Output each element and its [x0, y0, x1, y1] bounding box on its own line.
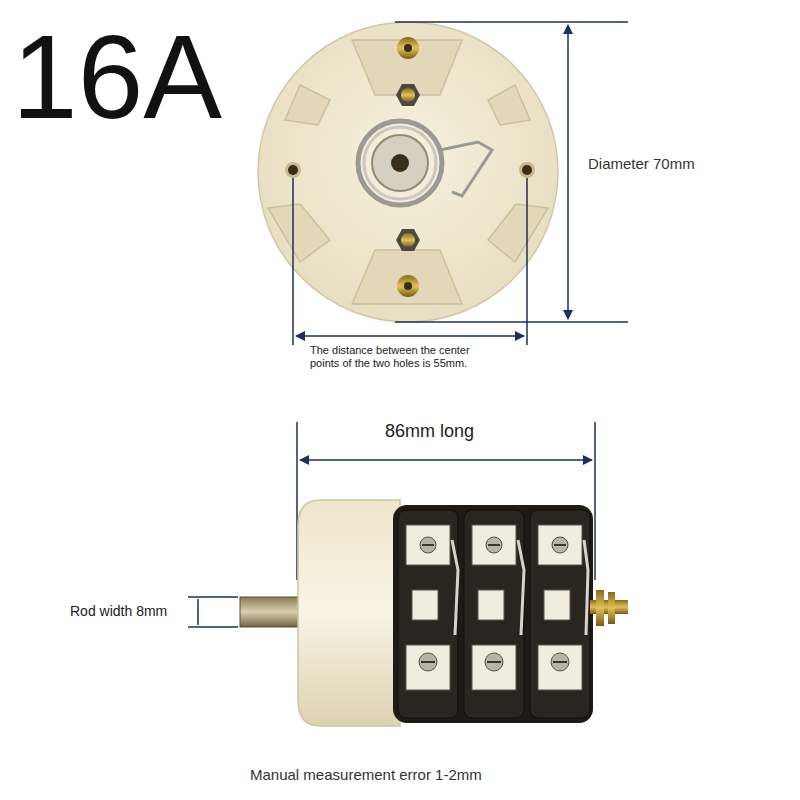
dimension-label: 86mm long	[385, 421, 474, 442]
dimension-label: Rod width 8mm	[70, 603, 167, 619]
dimension-label: Diameter 70mm	[588, 155, 695, 172]
switch-face	[258, 22, 558, 322]
dimension-note: The distance between the center points o…	[310, 344, 500, 369]
caption-text: Manual measurement error 1-2mm	[250, 766, 482, 783]
title-text: 16A	[12, 18, 222, 136]
